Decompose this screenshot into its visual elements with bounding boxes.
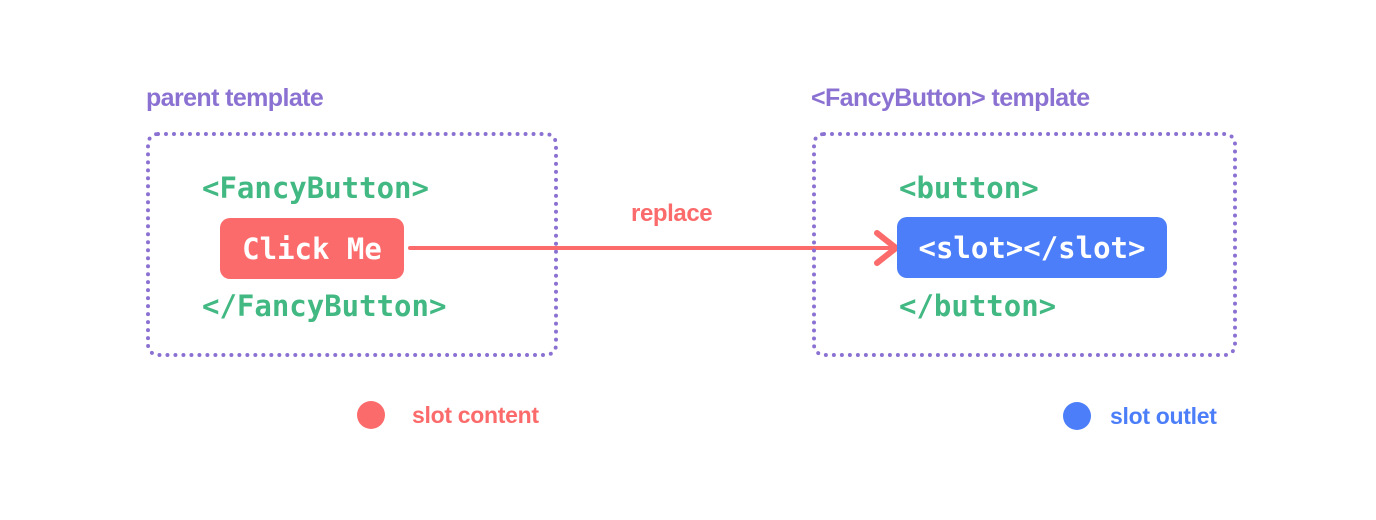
parent-template-box: [146, 132, 558, 357]
slot-outlet-box: <slot></slot>: [897, 217, 1167, 278]
fancybutton-open-tag: <FancyButton>: [202, 171, 429, 205]
slot-content-dot-icon: [357, 401, 385, 429]
click-me-button: Click Me: [220, 218, 404, 279]
button-close-tag: </button>: [899, 289, 1057, 323]
button-open-tag: <button>: [899, 171, 1039, 205]
slot-outlet-legend-label: slot outlet: [1110, 403, 1217, 429]
slot-content-legend-label: slot content: [412, 402, 539, 428]
click-me-button-label: Click Me: [242, 231, 382, 266]
slot-outlet-label: <slot></slot>: [918, 230, 1146, 265]
fancybutton-close-tag: </FancyButton>: [202, 289, 447, 323]
parent-template-title: parent template: [146, 84, 324, 112]
fancybutton-template-box: [812, 132, 1237, 357]
fancybutton-template-title: <FancyButton> template: [811, 84, 1090, 112]
replace-label: replace: [631, 200, 713, 227]
slot-outlet-dot-icon: [1063, 402, 1091, 430]
